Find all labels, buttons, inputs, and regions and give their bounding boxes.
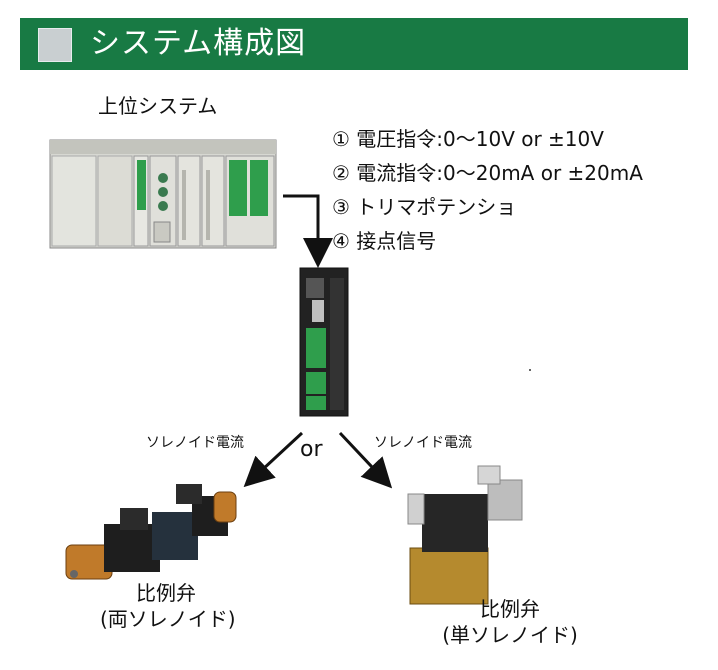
signal-item-trimmer: ③ トリマポテンショ [332, 195, 517, 219]
host-system-label: 上位システム [98, 94, 218, 118]
double-solenoid-valve-image [65, 484, 237, 580]
arrow-left [243, 431, 304, 488]
valve-left-line2: (両ソレノイド) [100, 607, 236, 631]
arrow-right [338, 431, 393, 489]
page-title: システム構成図 [90, 26, 307, 61]
single-solenoid-valve-image [407, 465, 523, 605]
valve-right-line1: 比例弁 [480, 597, 540, 621]
valve-left-line1: 比例弁 [136, 581, 196, 605]
signal-arrow [283, 194, 333, 268]
signal-item-current: ② 電流指令:0～20mA or ±20mA [332, 161, 643, 185]
banner-square-icon [38, 28, 72, 62]
title-banner: システム構成図 [20, 18, 688, 70]
valve-right-label: 比例弁 (単ソレノイド) [440, 596, 580, 648]
signal-item-contact: ④ 接点信号 [332, 229, 437, 253]
solenoid-current-left-label: ソレノイド電流 [146, 435, 244, 451]
valve-right-line2: (単ソレノイド) [442, 623, 578, 647]
signal-list: ① 電圧指令:0～10V or ±10V ② 電流指令:0～20mA or ±2… [332, 122, 643, 258]
or-label: or [300, 437, 323, 462]
solenoid-current-right-label: ソレノイド電流 [374, 435, 472, 451]
plc-rack-image [49, 139, 277, 249]
amplifier-unit-image [299, 267, 349, 417]
signal-item-voltage: ① 電圧指令:0～10V or ±10V [332, 127, 604, 151]
valve-left-label: 比例弁 (両ソレノイド) [100, 580, 236, 632]
